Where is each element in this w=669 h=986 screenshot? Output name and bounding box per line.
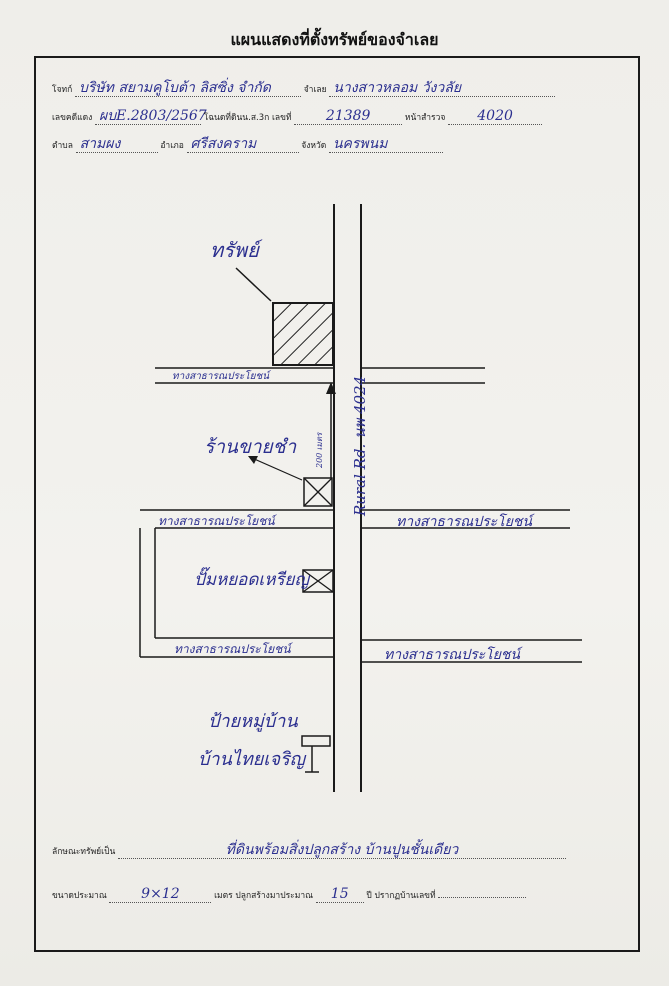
deed-label: โฉนดที่ดินน.ส.3ก เลขที่ <box>203 113 292 123</box>
coin-fuel-pump-label: ปั๊มหยอดเหรียญ <box>194 570 310 590</box>
district-label: อำเภอ <box>160 141 184 151</box>
public-way-1 <box>155 367 485 384</box>
property-nature-row: ลักษณะทรัพย์เป็น ที่ดินพร้อมสิ่งปลูกสร้า… <box>52 842 566 859</box>
page-title: แผนแสดงที่ตั้งทรัพย์ของจำเลย <box>230 30 439 49</box>
size-label: ขนาดประมาณ <box>52 891 107 901</box>
house-number-label: ปี ปรากฏบ้านเลขที่ <box>366 891 436 901</box>
plaintiff-value: บริษัท สยามคูโบต้า ลิสซิ่ง จำกัด <box>75 80 301 97</box>
subdistrict-value: สามผง <box>75 136 158 153</box>
grocery-shop-marker <box>303 477 333 507</box>
left-loop-road <box>139 528 156 657</box>
defendant-label: จำเลย <box>303 85 327 95</box>
deed-value: 21389 <box>294 108 403 125</box>
province-value: นครพนม <box>328 136 443 153</box>
property-nature-value: ที่ดินพร้อมสิ่งปลูกสร้าง บ้านปูนชั้นเดีย… <box>117 842 566 859</box>
property-nature-label: ลักษณะทรัพย์เป็น <box>52 847 116 857</box>
size-value: 9×12 <box>109 886 212 903</box>
defendant-value: นางสาวหลอม วังวลัย <box>329 80 556 97</box>
map-frame <box>34 56 640 952</box>
public-way-2-left-label: ทางสาธารณประโยชน์ <box>158 514 275 528</box>
distance-label: 200 เมตร <box>315 432 324 468</box>
property-parcel <box>272 302 334 366</box>
public-way-2-right-label: ทางสาธารณประโยชน์ <box>396 514 532 530</box>
survey-value: 4020 <box>448 108 543 125</box>
district-value: ศรีสงคราม <box>186 136 299 153</box>
shop-leader-line <box>251 457 303 481</box>
case-label: เลขคดีแดง <box>52 113 93 123</box>
size-row: ขนาดประมาณ 9×12 เมตร ปลูกสร้างมาประมาณ 1… <box>52 886 527 903</box>
public-way-1-label: ทางสาธารณประโยชน์ <box>172 371 270 382</box>
public-way-2 <box>140 509 570 529</box>
province-label: จังหวัด <box>301 141 327 151</box>
property-leader-line <box>235 267 272 302</box>
village-sign-label-2: บ้านไทยเจริญ <box>198 749 306 770</box>
village-sign-icon <box>301 735 331 773</box>
public-way-3-right-label: ทางสาธารณประโยชน์ <box>384 647 520 663</box>
village-sign-label-1: ป้ายหมู่บ้าน <box>208 711 298 732</box>
built-label: เมตร ปลูกสร้างมาประมาณ <box>214 891 313 901</box>
plaintiff-label: โจทก์ <box>52 85 73 95</box>
plaintiff-row: โจทก์ บริษัท สยามคูโบต้า ลิสซิ่ง จำกัด จ… <box>52 80 556 97</box>
coin-fuel-pump-marker <box>302 569 334 593</box>
case-value: ผบE.2803/2567 <box>94 108 207 125</box>
subdistrict-label: ตำบล <box>52 141 73 151</box>
distance-arrow <box>326 382 336 478</box>
location-row: ตำบล สามผง อำเภอ ศรีสงคราม จังหวัด นครพน… <box>52 136 443 153</box>
public-way-3 <box>140 637 582 663</box>
built-value: 15 <box>315 886 364 903</box>
public-way-3-left-label: ทางสาธารณประโยชน์ <box>174 642 291 656</box>
property-label: ทรัพย์ <box>210 238 259 262</box>
grocery-shop-label: ร้านขายชำ <box>204 436 297 458</box>
main-road-label: Rural Rd. นพ 4024 <box>351 375 369 516</box>
case-row: เลขคดีแดง ผบE.2803/2567 โฉนดที่ดินน.ส.3ก… <box>52 108 543 125</box>
house-number-value <box>438 897 527 898</box>
shop-leader-arrowhead <box>248 456 258 464</box>
survey-label: หน้าสำรวจ <box>404 113 446 123</box>
